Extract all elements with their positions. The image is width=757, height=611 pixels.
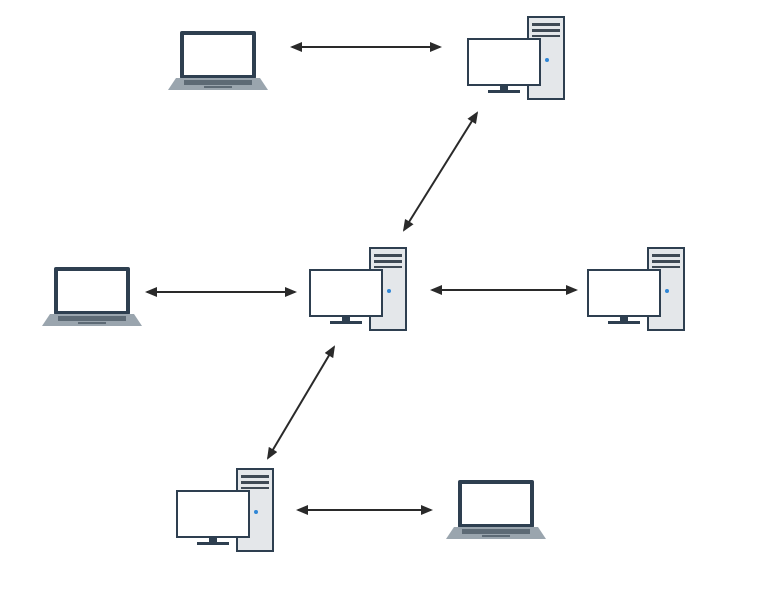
desktop-computer-icon [176,468,274,552]
laptop-icon [168,31,268,90]
desktop-computer-icon [309,247,407,331]
connections [145,42,578,515]
laptop-icon [42,267,142,326]
link-desktop-top-desktop-center [402,111,479,232]
laptop-icon [446,480,546,539]
desktop-computer-icon [467,16,565,100]
desktop-computer-icon [587,247,685,331]
link-desktop-center-desktop-bottom [266,345,336,460]
